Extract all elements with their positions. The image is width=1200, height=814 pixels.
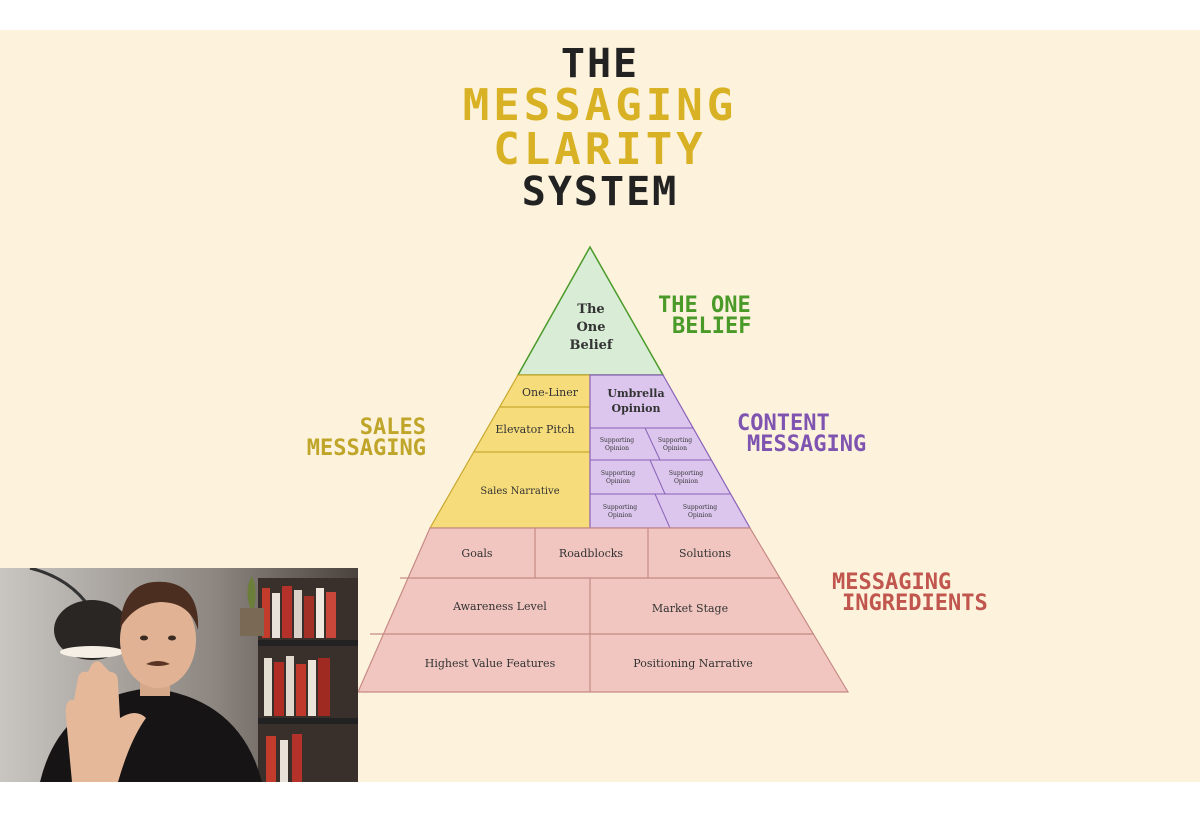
supporting-opinion-1a: Supporting xyxy=(600,437,634,444)
presenter-video-icon xyxy=(0,568,358,782)
supporting-opinion-3b: Opinion xyxy=(606,478,630,485)
supporting-opinion-6a: Supporting xyxy=(683,504,717,511)
one-belief-label: THE ONE BELIEF xyxy=(658,293,752,339)
roadblocks-label: Roadblocks xyxy=(559,547,624,560)
goals-label: Goals xyxy=(461,547,492,560)
one-belief-label-line2: BELIEF xyxy=(672,313,752,339)
supporting-opinion-2a: Supporting xyxy=(658,437,692,444)
supporting-opinion-1b: Opinion xyxy=(605,445,629,452)
supporting-opinion-2b: Opinion xyxy=(663,445,687,452)
ingredients-label-line2: INGREDIENTS xyxy=(842,590,988,616)
umbrella-opinion-label-1: Umbrella xyxy=(607,387,664,400)
elevator-pitch-label: Elevator Pitch xyxy=(495,423,574,436)
content-split-2 xyxy=(649,459,666,495)
market-stage-label: Market Stage xyxy=(652,602,728,615)
sales-label-line1: SALES xyxy=(359,415,426,440)
apex-label-1: The xyxy=(577,302,604,317)
title-line-clarity: CLARITY xyxy=(493,124,707,175)
supporting-opinion-5b: Opinion xyxy=(608,512,632,519)
bottom-bar xyxy=(0,782,1200,814)
title-line-the: THE xyxy=(560,41,640,87)
content-split-1 xyxy=(644,427,661,461)
content-split-3 xyxy=(654,493,671,529)
sales-narrative-label: Sales Narrative xyxy=(480,486,559,497)
sales-messaging-label: SALES MESSAGING xyxy=(290,415,426,461)
solutions-label: Solutions xyxy=(679,547,731,560)
ingredients-label-line1: MESSAGING xyxy=(832,570,952,595)
content-label-line1: CONTENT xyxy=(737,411,830,436)
ingredients-tier xyxy=(357,527,850,693)
one-liner-label: One-Liner xyxy=(522,386,579,399)
highest-value-features-label: Highest Value Features xyxy=(425,657,556,670)
positioning-narrative-label: Positioning Narrative xyxy=(633,657,752,670)
sales-label-line2: MESSAGING xyxy=(306,435,426,461)
supporting-opinion-6b: Opinion xyxy=(688,512,712,519)
supporting-opinion-5a: Supporting xyxy=(603,504,637,511)
title-line-system: SYSTEM xyxy=(521,169,679,215)
pyramid-diagram: The One Belief One-Liner Elevator Pitch … xyxy=(357,245,850,693)
supporting-opinion-3a: Supporting xyxy=(601,470,635,477)
one-belief-label-line1: THE ONE xyxy=(658,293,751,318)
content-messaging-label: CONTENT MESSAGING xyxy=(737,411,867,457)
content-label-line2: MESSAGING xyxy=(747,431,867,457)
presenter-webcam xyxy=(0,568,358,782)
umbrella-opinion-label-2: Opinion xyxy=(612,402,661,415)
supporting-opinion-4a: Supporting xyxy=(669,470,703,477)
messaging-ingredients-label: MESSAGING INGREDIENTS xyxy=(832,570,988,616)
supporting-opinion-4b: Opinion xyxy=(674,478,698,485)
diagram-title: THE MESSAGING CLARITY SYSTEM xyxy=(300,44,900,212)
apex-label-2: One xyxy=(576,320,605,335)
apex-label-3: Belief xyxy=(570,338,614,353)
title-line-messaging: MESSAGING xyxy=(462,80,738,131)
awareness-level-label: Awareness Level xyxy=(452,600,547,613)
